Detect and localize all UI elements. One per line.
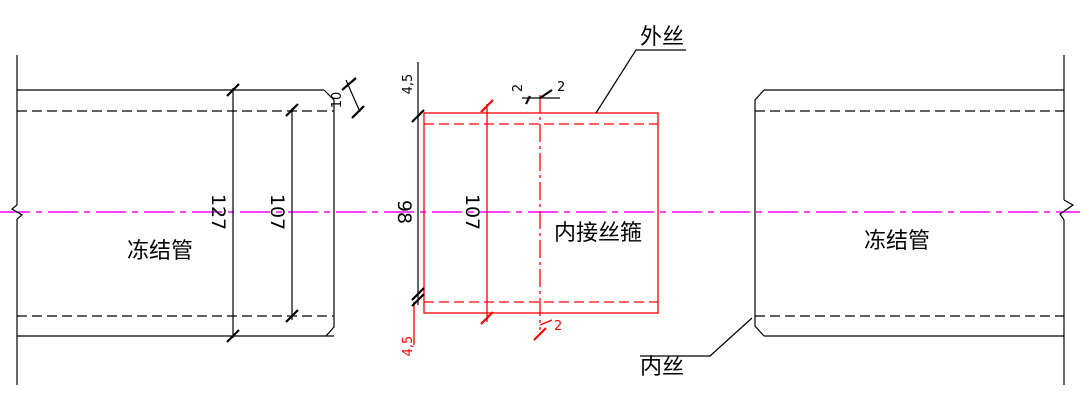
coupling-dimensions xyxy=(411,62,560,307)
right-pipe xyxy=(754,55,1075,385)
right-pipe-label: 冻结管 xyxy=(864,229,930,254)
inner-thread-label: 内丝 xyxy=(640,355,684,380)
dim-thread-top: 4,5 xyxy=(401,74,416,95)
dim-step-top-b: 2 xyxy=(557,80,565,95)
left-dimensions xyxy=(226,77,365,343)
dim-thread-bottom: 4,5 xyxy=(401,336,416,357)
leaders xyxy=(595,49,753,357)
coupling xyxy=(413,95,659,345)
outer-thread-label: 外丝 xyxy=(640,25,684,50)
dim-step-top-a: 2 xyxy=(511,84,526,92)
dim-left-outer: 127 xyxy=(207,194,229,230)
dim-coupling-inner: 107 xyxy=(461,194,483,230)
dim-coupling-outer: 98 xyxy=(393,200,415,224)
left-pipe-label: 冻结管 xyxy=(127,239,193,264)
left-pipe xyxy=(10,55,335,385)
dim-left-inner: 107 xyxy=(266,194,288,230)
coupling-label: 内接丝箍 xyxy=(554,221,642,246)
dim-left-chamfer: 10 xyxy=(330,92,345,109)
dim-step-bottom: 2 xyxy=(554,319,562,334)
